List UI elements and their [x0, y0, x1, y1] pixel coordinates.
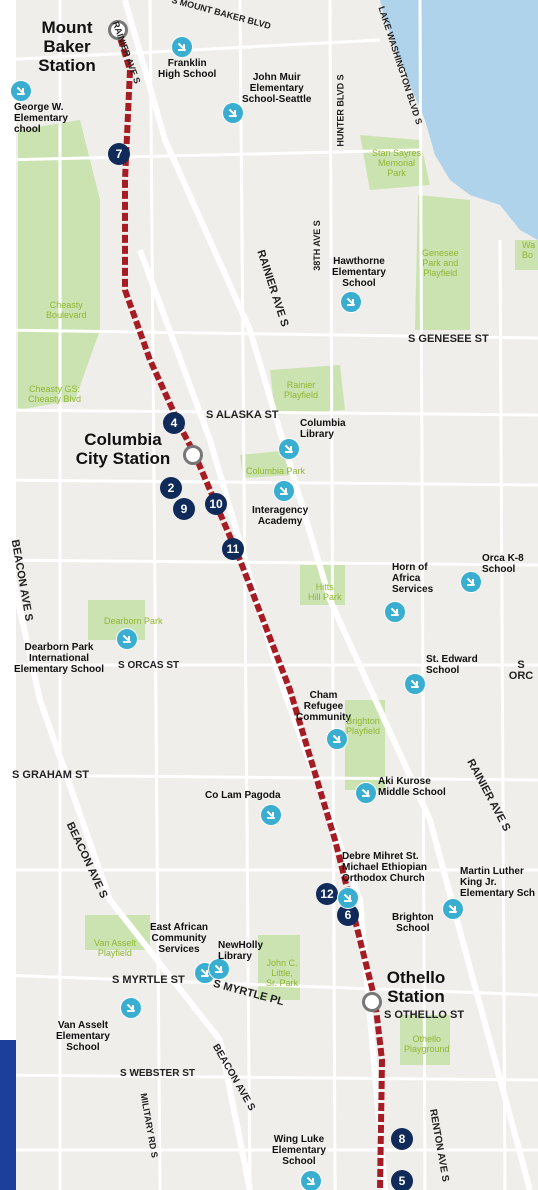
marker-7[interactable]: 7 — [108, 143, 130, 165]
street-orc-east: S ORC — [508, 659, 534, 682]
park-cheasty-blvd: Cheasty Boulevard — [46, 300, 87, 320]
label-st-edward: St. Edward School — [426, 654, 478, 676]
van-asselt-school-icon[interactable] — [120, 997, 142, 1019]
st-edward-school-icon[interactable] — [404, 673, 426, 695]
label-franklin-high: Franklin High School — [158, 58, 217, 80]
brighton-playfield — [345, 700, 385, 790]
park-cheasty-gs: Cheasty GS: Cheasty Blvd — [28, 384, 82, 404]
label-dearborn-school: Dearborn Park International Elementary S… — [14, 642, 105, 675]
dearborn-school-icon[interactable] — [116, 628, 138, 650]
rainier-playfield — [270, 365, 345, 415]
aki-kurose-school-icon[interactable] — [355, 782, 377, 804]
mount-baker-station-dot[interactable] — [108, 20, 128, 40]
label-horn-of-africa: Horn of Africa Services — [392, 562, 434, 595]
label-interagency: Interagency Academy — [252, 505, 309, 527]
label-orca-school: Orca K-8 School — [482, 553, 524, 575]
george-school-icon[interactable] — [10, 80, 32, 102]
interagency-academy-icon[interactable] — [273, 480, 295, 502]
street-myrtle-st: S MYRTLE ST — [112, 974, 185, 986]
mount-baker-station-label[interactable]: Mount Baker Station — [38, 18, 96, 75]
street-othello: S OTHELLO ST — [384, 1009, 465, 1021]
debre-mihret-church-icon[interactable] — [337, 887, 359, 909]
label-east-african: East African Community Services — [150, 922, 208, 955]
marker-5[interactable]: 5 — [391, 1170, 413, 1190]
edge-tab — [0, 1040, 16, 1190]
street-alaska: S ALASKA ST — [206, 409, 279, 421]
marker-8[interactable]: 8 — [391, 1128, 413, 1150]
label-newholly: NewHolly Library — [218, 940, 264, 962]
park-othello-playground: Othello Playground — [404, 1034, 450, 1054]
columbia-city-station-dot[interactable] — [183, 445, 203, 465]
genesee-park — [415, 195, 470, 330]
marker-4[interactable]: 4 — [163, 412, 185, 434]
franklin-school-icon[interactable] — [171, 36, 193, 58]
label-hawthorne: Hawthorne Elementary School — [332, 256, 386, 289]
park-wa-bo: Wa Bo — [522, 240, 536, 260]
park-dearborn: Dearborn Park — [104, 616, 163, 626]
horn-of-africa-icon[interactable] — [384, 601, 406, 623]
park-rainier-playfield: Rainier Playfield — [284, 380, 319, 400]
label-columbia-library: Columbia Library — [300, 418, 346, 440]
mlk-school-icon[interactable] — [442, 898, 464, 920]
street-webster: S WEBSTER ST — [120, 1068, 196, 1079]
label-aki-kurose: Aki Kurose Middle School — [378, 776, 446, 798]
co-lam-pagoda-icon[interactable] — [260, 804, 282, 826]
wa-park — [515, 240, 538, 270]
label-van-asselt-school: Van Asselt Elementary School — [56, 1020, 110, 1053]
park-hitts-hill: Hitts Hill Park — [308, 582, 342, 602]
marker-11[interactable]: 11 — [222, 538, 244, 560]
street-graham: S GRAHAM ST — [12, 769, 89, 781]
label-john-muir: John Muir Elementary School-Seattle — [242, 72, 312, 105]
label-george-w: George W. Elementary chool — [14, 102, 68, 135]
park-van-asselt: Van Asselt Playfield — [94, 938, 136, 958]
rainier-ave — [122, 0, 533, 1190]
beacon-ave — [0, 519, 253, 1190]
othello-station-label[interactable]: Othello Station — [386, 968, 446, 1006]
marker-12[interactable]: 12 — [316, 883, 338, 905]
wing-luke-school-icon[interactable] — [300, 1170, 322, 1190]
cham-community-icon[interactable] — [326, 728, 348, 750]
columbia-city-station-label[interactable]: Columbia City Station — [75, 430, 171, 468]
john-muir-school-icon[interactable] — [222, 102, 244, 124]
left-border — [0, 0, 16, 1040]
marker-6[interactable]: 6 — [337, 904, 359, 926]
label-brighton-school: Brighton School — [392, 912, 434, 934]
van-asselt-playfield — [85, 915, 150, 950]
label-cham: Cham Refugee Community — [296, 690, 351, 723]
marker-2[interactable]: 2 — [160, 477, 182, 499]
park-columbia: Columbia Park — [246, 466, 306, 476]
newholly-library-icon[interactable] — [208, 958, 230, 980]
park-genesee: Genesee Park and Playfield — [422, 248, 459, 278]
street-hunter-blvd: HUNTER BLVD S — [335, 74, 346, 147]
label-wing-luke: Wing Luke Elementary School — [272, 1134, 326, 1167]
label-co-lam: Co Lam Pagoda — [205, 790, 281, 801]
marker-10[interactable]: 10 — [205, 493, 227, 515]
columbia-library-icon[interactable] — [278, 438, 300, 460]
park-brighton-playfield: Brighton Playfield — [346, 716, 381, 736]
street-38th-ave: 38TH AVE S — [311, 220, 322, 271]
columbia-park — [240, 450, 292, 478]
park-john-c-little: John C. Little, Sr. Park — [266, 958, 299, 988]
label-mlk: Martin Luther King Jr. Elementary Sch — [460, 866, 536, 899]
street-orcas: S ORCAS ST — [118, 660, 180, 671]
marker-9[interactable]: 9 — [173, 498, 195, 520]
street-genesee: S GENESEE ST — [408, 333, 489, 345]
othello-station-dot[interactable] — [362, 992, 382, 1012]
label-debre-mihret: Debre Mihret St. Michael Ethiopian Ortho… — [342, 851, 428, 884]
hawthorne-school-icon[interactable] — [340, 291, 362, 313]
park-stan-sayres: Stan Sayres Memorial Park — [372, 148, 422, 178]
orca-school-icon[interactable] — [460, 571, 482, 593]
